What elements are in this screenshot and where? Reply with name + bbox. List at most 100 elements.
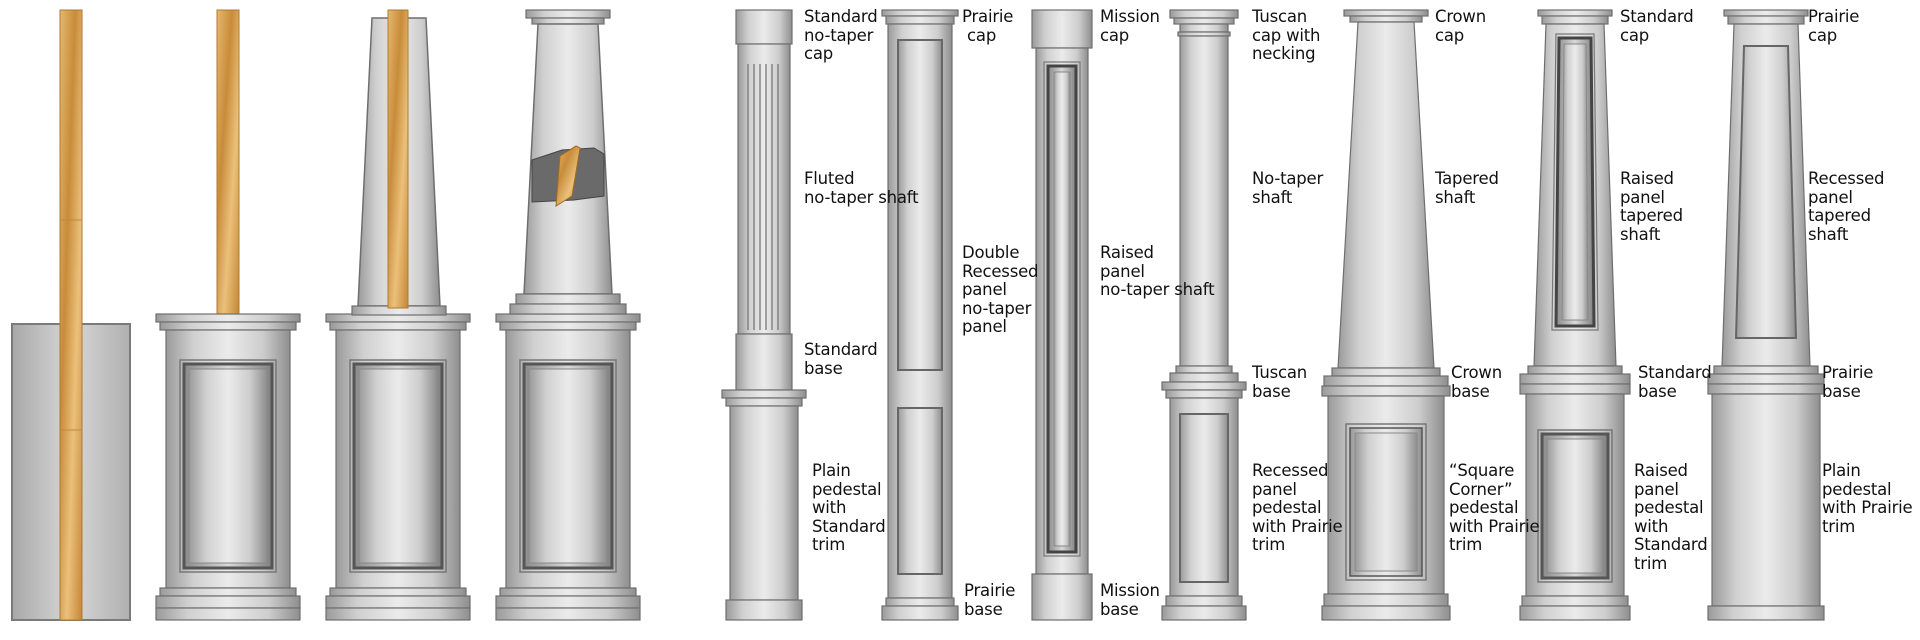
recessed-panel-lower: [897, 407, 943, 575]
no-taper-shaft: [1179, 35, 1229, 367]
pedestal-plinth: [1321, 605, 1451, 621]
column-catalog: [721, 9, 1825, 621]
standard-cap-top: [1537, 9, 1613, 17]
label-no-taper-shaft: No-taper shaft: [1252, 169, 1324, 207]
pedestal-base: [1165, 595, 1243, 607]
label-raised-tapered-shaft: Raised panel tapered shaft: [1620, 169, 1683, 244]
raised-pedestal-panel-face: [1546, 438, 1604, 574]
pedestal-plinth: [1161, 605, 1247, 621]
pedestal-trim: [1519, 383, 1631, 395]
pedestal-cap-lower: [159, 321, 297, 331]
pedestal-cap: [495, 313, 641, 323]
label-prairie-base: Prairie base: [964, 581, 1016, 619]
standard-base: [1519, 373, 1631, 385]
standard-cap: [735, 9, 793, 45]
pedestal-base: [725, 599, 803, 621]
prairie-cap: [885, 15, 955, 25]
crown-cap-lower: [531, 17, 605, 25]
pedestal-base-upper: [159, 587, 297, 597]
tuscan-cap: [1173, 17, 1235, 25]
standard-cap: [1541, 15, 1609, 25]
pedestal-base: [325, 595, 471, 609]
pedestal-plinth: [325, 607, 471, 621]
pedestal-panel: [349, 359, 447, 573]
label-square-corner-pedestal: “Square Corner” pedestal with Prairie tr…: [1449, 461, 1540, 554]
label-fluted-shaft: Fluted no-taper shaft: [804, 169, 919, 207]
pedestal-trim-lower: [1165, 389, 1243, 399]
prairie-base: [1707, 373, 1825, 385]
label-raised-panel-shaft: Raised panel no-taper shaft: [1100, 243, 1215, 299]
crown-cap: [1349, 15, 1423, 23]
plain-pedestal: [729, 405, 799, 601]
column-crown: [1321, 9, 1451, 621]
label-crown-cap: Crown cap: [1435, 7, 1486, 45]
install-step-3: [325, 9, 471, 621]
label-prairie-cap-2: Prairie cap: [1808, 7, 1860, 45]
label-crown-base: Crown base: [1451, 363, 1502, 401]
raised-pedestal-panel: [1537, 429, 1613, 583]
raised-panel-face: [1561, 43, 1589, 321]
standard-base: [735, 333, 793, 391]
pedestal-panel-face: [188, 368, 268, 564]
label-raised-pedestal: Raised panel pedestal with Standard trim: [1634, 461, 1708, 573]
prairie-cap: [1727, 15, 1805, 25]
crown-cap-top: [525, 9, 611, 19]
tuscan-base: [1169, 372, 1239, 383]
column-tuscan: [1161, 9, 1247, 621]
mission-base: [1031, 573, 1093, 621]
mission-cap: [1031, 9, 1093, 49]
prairie-base-ring: [1713, 365, 1819, 375]
shaft-base-band: [515, 293, 621, 305]
pedestal-panel-face: [358, 368, 438, 564]
tuscan-base-ring: [1175, 365, 1233, 374]
install-step-2: [155, 9, 301, 621]
install-step-4: [495, 9, 641, 621]
crown-base: [1323, 375, 1449, 387]
pedestal-base: [1521, 595, 1629, 607]
pedestal-plinth: [1519, 605, 1631, 621]
label-recessed-pedestal: Recessed panel pedestal with Prairie tri…: [1252, 461, 1343, 554]
column-recessed-tapered: [1707, 9, 1825, 621]
cutaway-post: [555, 145, 581, 207]
prairie-base: [885, 597, 955, 607]
label-mission-base: Mission base: [1100, 581, 1160, 619]
square-corner-panel-face: [1354, 432, 1418, 572]
label-tapered-shaft: Tapered shaft: [1435, 169, 1499, 207]
column-raised-tapered: [1519, 9, 1631, 621]
label-tuscan-cap: Tuscan cap with necking: [1252, 7, 1321, 63]
pedestal-trim: [1161, 381, 1247, 391]
column-double-recessed: [881, 9, 959, 621]
column-raised-panel: [1031, 9, 1093, 621]
install-step-1: [11, 9, 131, 621]
label-mission-cap: Mission cap: [1100, 7, 1160, 45]
recessed-shaft-panel: [1734, 45, 1798, 339]
pedestal-trim-lower: [725, 397, 803, 407]
column-fluted: [721, 9, 807, 621]
pedestal-plinth: [495, 607, 641, 621]
label-standard-cap: Standard no-taper cap: [804, 7, 878, 63]
plain-pedestal: [1711, 393, 1821, 607]
crown-cap-top: [1343, 9, 1429, 17]
label-tuscan-base: Tuscan base: [1252, 363, 1308, 401]
raised-panel-face: [1053, 71, 1071, 547]
prairie-plinth: [881, 605, 959, 621]
raised-panel-frame: [1551, 33, 1599, 331]
recessed-panel-upper: [897, 39, 943, 371]
label-standard-base-2: Standard base: [1638, 363, 1712, 401]
label-standard-base: Standard base: [804, 340, 878, 378]
pedestal-base: [495, 595, 641, 609]
pedestal-plinth: [155, 607, 301, 621]
pedestal-base-upper: [329, 587, 467, 597]
pedestal-base-upper: [499, 587, 637, 597]
pedestal-trim: [1707, 383, 1825, 395]
pedestal-panel: [519, 359, 617, 573]
standard-base-ring: [1527, 365, 1623, 375]
raised-panel-frame: [1043, 61, 1081, 557]
label-prairie-cap: Prairie cap: [962, 7, 1014, 45]
square-corner-panel: [1345, 423, 1427, 581]
wood-post: [387, 9, 409, 309]
prairie-cap-top: [1723, 9, 1809, 17]
label-plain-pedestal-prairie: Plain pedestal with Prairie trim: [1822, 461, 1913, 536]
crown-base-ring: [1331, 367, 1441, 377]
